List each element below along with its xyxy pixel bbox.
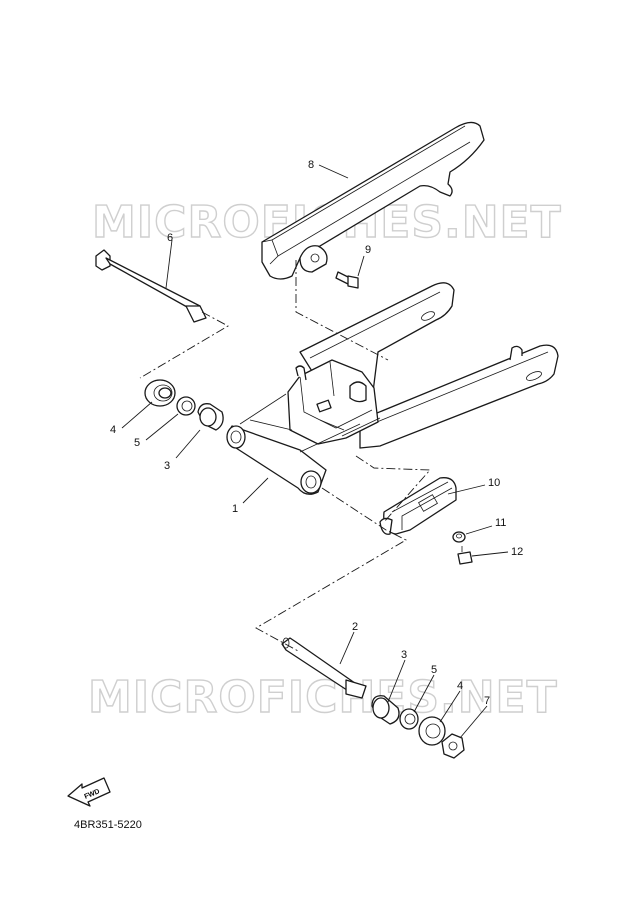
swingarm	[226, 282, 559, 495]
callout-4-upper: 4	[110, 424, 116, 436]
callout-3-lower: 3	[401, 649, 407, 661]
oil-seal-4-lower	[418, 716, 446, 746]
nut-7	[441, 733, 465, 759]
bearing-3-upper	[197, 403, 224, 431]
leader-lines	[121, 164, 509, 739]
assembly-lines	[139, 260, 431, 653]
callout-5-upper: 5	[134, 437, 140, 449]
collar-11	[452, 531, 466, 543]
thrust-washer-5-upper	[176, 396, 196, 416]
callout-3-upper: 3	[164, 460, 170, 472]
bolt-12	[457, 546, 473, 565]
callout-7: 7	[484, 695, 490, 707]
chain-slider	[379, 477, 457, 535]
oil-seal-4-upper	[144, 379, 176, 407]
callout-4-lower: 4	[457, 680, 463, 692]
callout-11: 11	[495, 517, 506, 529]
diagram-code: 4BR351-5220	[74, 819, 142, 831]
fwd-arrow-icon: FWD	[67, 777, 111, 807]
callout-6: 6	[167, 232, 173, 244]
callout-2: 2	[352, 621, 358, 633]
callout-12: 12	[511, 546, 523, 558]
callout-8: 8	[308, 159, 314, 171]
bearing-3-lower	[371, 695, 400, 725]
callout-labels: 8 6 9 4 5 3 1 10 11 12 2 3 5 4 7	[110, 159, 523, 707]
pivot-shaft	[95, 249, 207, 323]
thrust-washer-5-lower	[399, 708, 419, 730]
chain-guard	[261, 121, 485, 280]
callout-9: 9	[365, 244, 371, 256]
callout-1: 1	[232, 503, 238, 515]
callout-10: 10	[488, 477, 500, 489]
bolt-9	[335, 271, 359, 289]
pivot-shaft-lower	[281, 637, 367, 699]
callout-5-lower: 5	[431, 664, 437, 676]
